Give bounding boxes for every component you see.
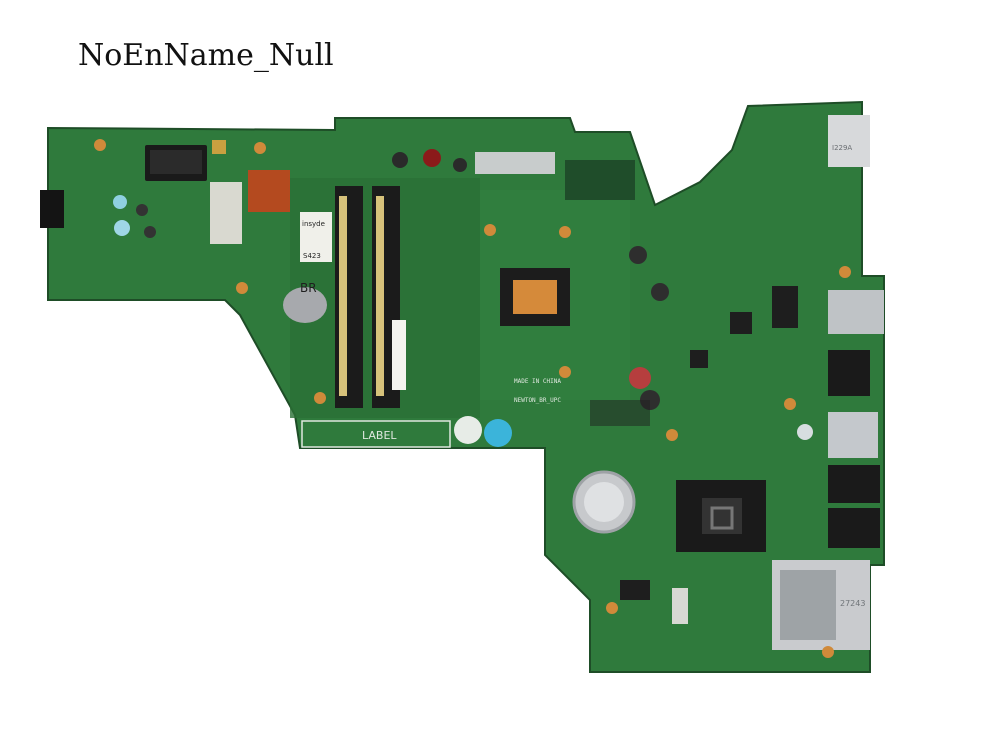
- label-area-text: LABEL: [362, 429, 397, 442]
- bios-sticker-top: insyde: [302, 220, 325, 228]
- bios-sticker-code: S423: [303, 252, 321, 260]
- sd-slot-text: 27243: [840, 599, 865, 608]
- model-text: NEWTON_BR_UPC: [514, 397, 561, 404]
- made-in-china-text: MADE IN CHINA: [514, 378, 561, 385]
- vga-text: I229A: [832, 144, 852, 152]
- brand-sticker-text: BR: [300, 281, 317, 295]
- watermark-text: NoEnName_Null: [78, 38, 334, 73]
